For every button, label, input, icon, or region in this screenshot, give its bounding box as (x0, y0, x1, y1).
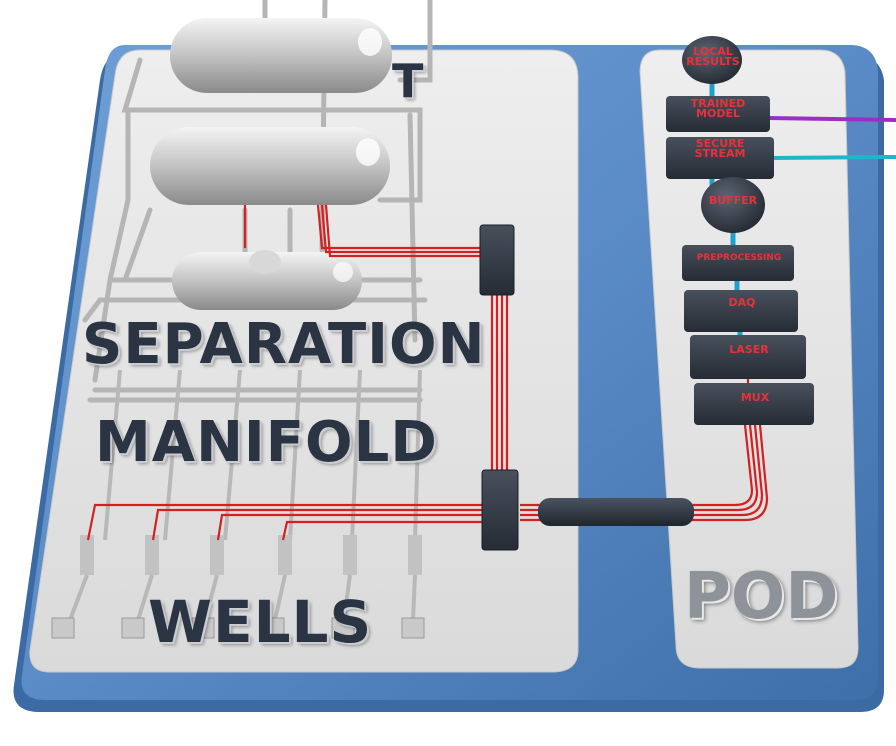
wellheads (51, 535, 425, 639)
trained-model-label: TRAINED MODEL (668, 97, 768, 120)
local-results-line2: RESULTS (686, 55, 740, 68)
laser-label: LASER (729, 343, 769, 356)
pod-module-secure-stream (666, 137, 774, 179)
trained-model-line2: MODEL (696, 107, 740, 120)
trained-model-line1: TRAINED (690, 97, 746, 110)
wellhead-5 (331, 535, 357, 639)
zone-label-pod: POD (684, 560, 839, 634)
output-cables (767, 116, 896, 160)
pod-module-daq (684, 290, 798, 332)
zone-label-wells: WELLS (148, 588, 373, 656)
separator-tank-3 (172, 250, 362, 310)
buffer-label: BUFFER (708, 194, 758, 207)
mux-label: MUX (740, 391, 770, 404)
separator-tank-1 (170, 18, 392, 93)
wellhead-1 (51, 535, 94, 639)
secure-stream-line2: STREAM (694, 147, 746, 160)
pod-module-preprocessing (682, 245, 794, 281)
local-results-label: LOCAL RESULTS (678, 45, 748, 68)
junction-box-lower (481, 469, 519, 551)
daq-label: DAQ (728, 296, 756, 309)
process-piping (82, 0, 433, 403)
pod-module-mux (694, 383, 814, 425)
local-results-line1: LOCAL (693, 45, 733, 58)
wellhead-6 (401, 535, 425, 639)
zone-label-manifold: MANIFOLD (95, 410, 438, 475)
pod-module-local-results (682, 36, 742, 84)
junction-box-upper (479, 224, 515, 296)
wellhead-4 (261, 535, 292, 639)
separator-tank-2 (150, 127, 390, 205)
pod-module-laser (690, 335, 806, 379)
wellhead-2 (121, 535, 159, 639)
zone-label-partial-top: T (392, 54, 425, 108)
wellhead-3 (191, 535, 224, 639)
fiber-optic-lines (86, 204, 769, 541)
secure-stream-label: SECURE STREAM (668, 137, 772, 160)
manifold-pipes (103, 369, 422, 541)
trunk-cable (538, 498, 694, 526)
zone-label-separation: SEPARATION (82, 312, 486, 377)
pod-module-buffer (701, 177, 765, 233)
preprocessing-label: PREPROCESSING (696, 253, 782, 263)
pod-module-trained-model (666, 96, 770, 132)
secure-stream-line1: SECURE (695, 137, 745, 150)
